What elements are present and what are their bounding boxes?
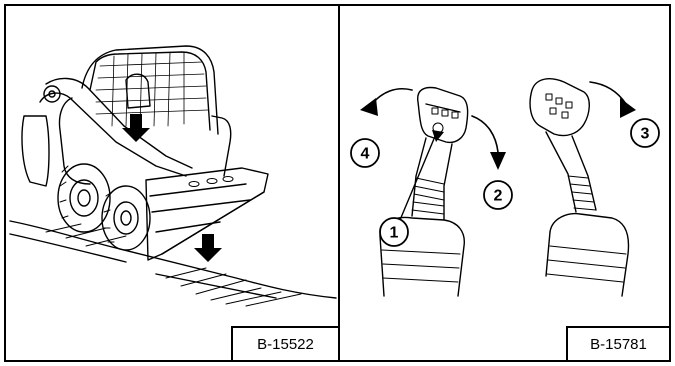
figure-reference-label: B-15522: [231, 326, 338, 360]
callout-4: 4: [361, 146, 370, 163]
figure-reference-label: B-15781: [566, 326, 669, 360]
joystick-illustration: 1 2 3 4: [340, 6, 669, 360]
callout-1: 1: [390, 225, 399, 242]
loader-illustration-panel: B-15522: [6, 6, 338, 360]
loader-illustration: [6, 6, 338, 360]
joystick-illustration-panel: 1 2 3 4 B-15781: [340, 6, 669, 360]
callout-2: 2: [494, 188, 503, 205]
callout-3: 3: [641, 126, 650, 143]
